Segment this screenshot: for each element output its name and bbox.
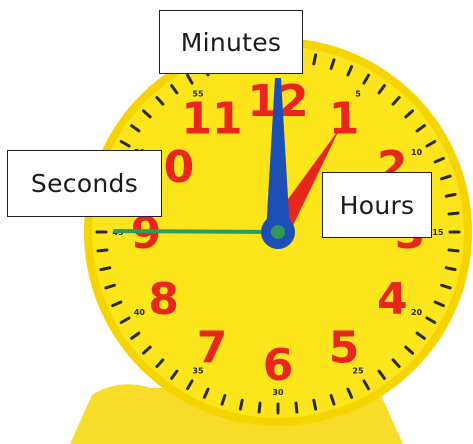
minute-number: 10: [411, 148, 423, 157]
hour-number: 6: [263, 340, 294, 391]
hour-number: 11: [181, 94, 242, 145]
minute-tick: [240, 400, 242, 409]
minute-tick: [101, 268, 110, 270]
minute-tick: [314, 400, 316, 409]
hour-number: 5: [329, 322, 360, 373]
minute-tick: [98, 250, 107, 251]
minute-tick: [296, 403, 297, 412]
seconds-label: Seconds: [7, 150, 162, 217]
hand-hub-center: [271, 225, 285, 239]
minute-tick: [449, 250, 458, 251]
second-hand: [115, 231, 278, 232]
hour-number: 1: [329, 94, 360, 145]
minute-tick: [449, 213, 458, 214]
hours-label: Hours: [322, 172, 432, 238]
minute-number: 20: [411, 308, 423, 317]
hour-number: 8: [148, 274, 179, 325]
minute-tick: [314, 55, 316, 64]
minute-number: 15: [432, 228, 444, 237]
minutes-label: Minutes: [159, 10, 303, 74]
hour-number: 4: [377, 274, 408, 325]
minute-tick: [446, 194, 455, 196]
minute-tick: [259, 403, 260, 412]
hour-number: 7: [197, 322, 228, 373]
minute-number: 40: [134, 308, 146, 317]
minute-tick: [446, 268, 455, 270]
